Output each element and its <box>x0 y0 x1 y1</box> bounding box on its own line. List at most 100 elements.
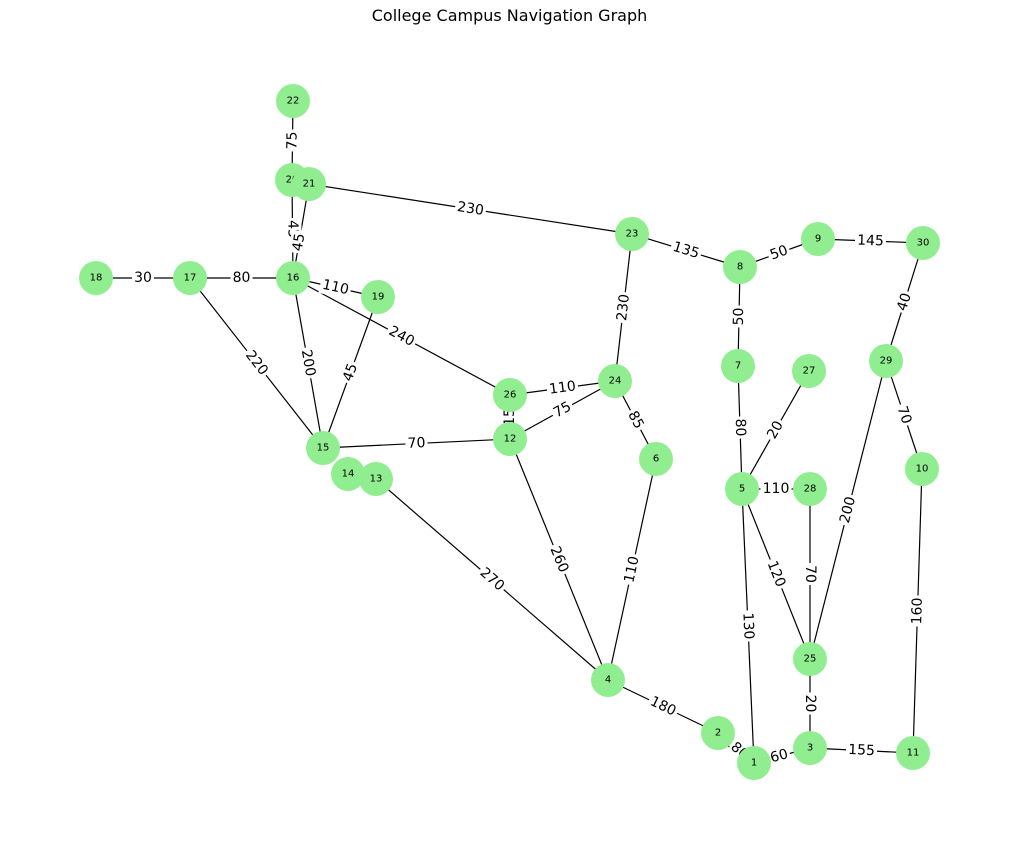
edge-weight-text: 20 <box>764 418 787 441</box>
node-circle <box>801 222 835 256</box>
edge-weight-text: 200 <box>298 348 318 377</box>
edge-weight-text: 70 <box>407 435 426 452</box>
node-label: 14 <box>342 469 355 480</box>
edge-label-background <box>405 433 428 454</box>
node-5: 5 <box>725 472 759 506</box>
edge-weight-text: 110 <box>621 555 642 585</box>
node-label: 16 <box>287 273 300 284</box>
node-label: 23 <box>626 229 639 240</box>
edge-label-background <box>622 406 649 434</box>
edge-weight-label: 260 <box>544 541 574 578</box>
node-circle <box>615 217 649 251</box>
node-21: 21 <box>292 167 326 201</box>
edge-weight-text: 20 <box>802 695 818 713</box>
edge-label-background <box>612 291 635 324</box>
node-label: 28 <box>804 484 817 495</box>
node-label: 21 <box>303 179 316 190</box>
node-6: 6 <box>639 442 673 476</box>
node-26: 26 <box>493 378 527 412</box>
node-circle <box>725 472 759 506</box>
edge-weight-text: 80 <box>233 270 251 286</box>
node-label: 10 <box>916 464 929 475</box>
node-circle <box>493 422 527 456</box>
edge-label-background <box>318 275 353 300</box>
edge-weight-label: 230 <box>453 197 488 221</box>
edge-label-background <box>383 321 420 352</box>
edge-weight-text: 110 <box>321 277 351 298</box>
edge-weight-text: 60 <box>769 746 790 766</box>
edge-weight-text: 80 <box>732 418 749 436</box>
node-label: 2 <box>715 728 721 739</box>
edge-label-background <box>619 552 645 587</box>
node-label: 6 <box>653 454 659 465</box>
node-circle <box>331 457 365 491</box>
node-circle <box>896 736 930 770</box>
edge-weight-text: 135 <box>671 239 701 262</box>
node-23: 23 <box>615 217 649 251</box>
node-circle <box>493 378 527 412</box>
node-3: 3 <box>793 731 827 765</box>
edge-weight-label: 40 <box>892 288 917 316</box>
node-label: 1 <box>751 758 757 769</box>
node-label: 13 <box>370 474 383 485</box>
edge-weight-label: 135 <box>668 237 704 264</box>
node-circle <box>793 731 827 765</box>
node-label: 19 <box>372 292 385 303</box>
node-label: 29 <box>880 356 893 367</box>
edge-label-background <box>854 231 887 251</box>
edge-weight-label: 110 <box>760 480 792 498</box>
edge-weight-label: 80 <box>230 269 253 287</box>
node-label: 15 <box>317 443 330 454</box>
edge-weight-text: 30 <box>134 270 152 286</box>
edge-label-background <box>453 197 488 221</box>
node-label: 9 <box>815 234 821 245</box>
node-9: 9 <box>801 222 835 256</box>
node-circle <box>276 84 310 118</box>
edge-weight-label: 20 <box>762 415 789 445</box>
edge-weight-label: 270 <box>474 562 510 597</box>
edge-weight-text: 230 <box>614 293 633 321</box>
edge-weight-label: 75 <box>283 129 302 152</box>
edge-weight-text: 145 <box>857 232 884 249</box>
node-circle <box>721 349 755 383</box>
edge-weight-label: 70 <box>405 433 428 454</box>
edge-weight-label: 50 <box>765 240 793 266</box>
edge-weight-text: 15 <box>502 408 518 426</box>
edge-weight-text: 50 <box>731 307 747 325</box>
node-label: 26 <box>504 390 517 401</box>
node-label: 3 <box>807 743 813 754</box>
node-circle <box>793 642 827 676</box>
edge-weight-label: 230 <box>612 291 635 324</box>
edge-weight-label: 85 <box>622 406 649 434</box>
edge-weight-label: 130 <box>738 610 758 642</box>
edge-weight-label: 110 <box>545 377 580 399</box>
node-circle <box>361 280 395 314</box>
edge-label-background <box>668 237 704 264</box>
edge-label-background <box>761 556 791 592</box>
node-label: 27 <box>803 366 816 377</box>
edge-label-background <box>338 359 363 386</box>
edge-label-background <box>230 269 253 287</box>
node-circle <box>905 452 939 486</box>
node-label: 22 <box>287 96 300 107</box>
edge-weight-text: 70 <box>802 565 818 583</box>
node-10: 10 <box>905 452 939 486</box>
edge-weight-label: 155 <box>845 740 878 761</box>
node-30: 30 <box>906 226 940 260</box>
edge-weight-text: 50 <box>768 242 790 263</box>
node-label: 17 <box>184 273 197 284</box>
edge-label-background <box>283 129 302 152</box>
edge-weight-text: 45 <box>290 232 309 252</box>
edge-weight-label: 200 <box>296 346 320 380</box>
edge-weight-label: 45 <box>338 359 363 386</box>
edge-weight-label: 20 <box>801 692 819 715</box>
node-1: 1 <box>737 746 771 780</box>
edge-label-background <box>548 396 577 424</box>
node-17: 17 <box>173 261 207 295</box>
node-12: 12 <box>493 422 527 456</box>
edge-label-background <box>801 692 819 715</box>
node-label: 30 <box>917 238 930 249</box>
edge-weight-text: 75 <box>551 399 574 422</box>
node-circle <box>79 261 113 295</box>
